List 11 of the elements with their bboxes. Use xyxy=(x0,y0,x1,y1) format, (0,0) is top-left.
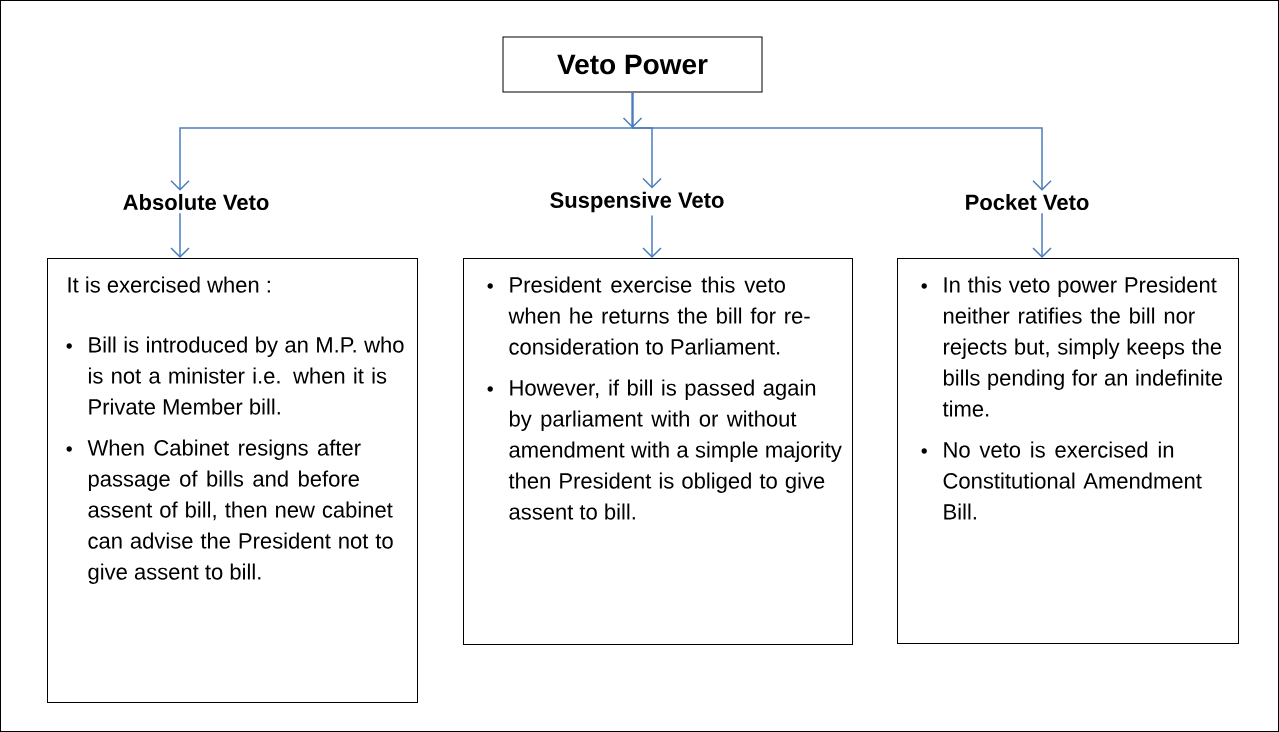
arrow xyxy=(642,214,662,258)
text-box: It is exercised when : Bill is introduced by an M.P. who is not a minister i.e. when it is Private Member bill. When Cabinet resigns after passage of bills and before assent of bill, then new cabinet can advise the President not to give assent to bill. xyxy=(47,258,418,703)
arrow xyxy=(1032,212,1052,258)
text-box: In this veto power President neither ratifies the bill nor rejects but, simply keeps the bills pending for an indefinite time. No veto is exercised in Constitutional Amendment Bill. xyxy=(897,258,1239,644)
text-box: President exercise this veto when he returns the bill for re-consideration to Parliament. However, if bill is passed again by parliament with or without amendment with a simple majority then President is obliged to give assent to bill. xyxy=(463,258,853,645)
arrow xyxy=(631,91,1052,191)
heading: Absolute Veto xyxy=(123,193,269,211)
arrow xyxy=(170,212,190,258)
title-box: Veto Power xyxy=(502,36,763,93)
heading: Pocket Veto xyxy=(966,193,1089,211)
heading: Suspensive Veto xyxy=(550,191,724,213)
